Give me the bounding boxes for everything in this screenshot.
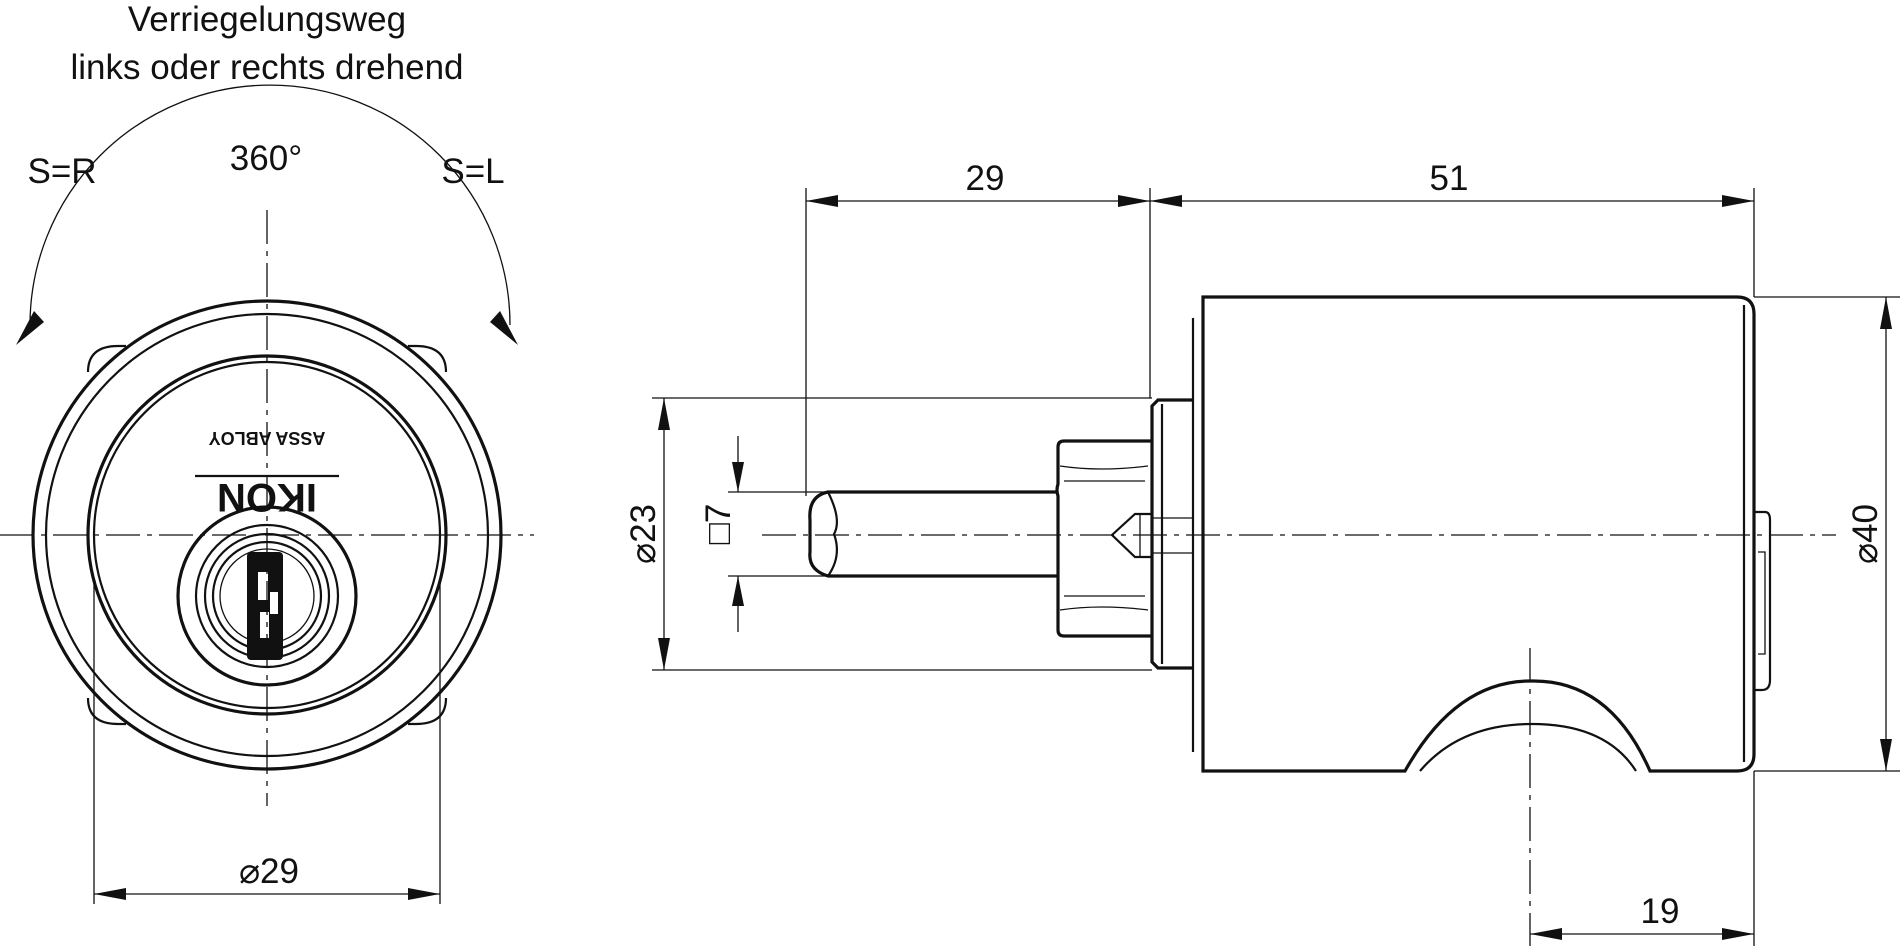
flange-step-1 — [1150, 398, 1193, 670]
dim-7-arrow-top — [732, 462, 744, 492]
dim-51-label: 51 — [1430, 159, 1469, 198]
dim-29-side-arrow-right — [1118, 195, 1150, 207]
keyway-slot-detail-3 — [270, 592, 278, 614]
dim-square-7-label: □7 — [699, 504, 738, 545]
dim-diameter-23-label: ⌀23 — [624, 504, 663, 564]
rotation-arrow-left — [16, 311, 44, 345]
dim-19-label: 19 — [1641, 892, 1680, 931]
hex-nut-flat-bottom — [1059, 606, 1149, 611]
flange-lug-top-right — [408, 344, 448, 373]
dim-7-arrow-bottom — [732, 576, 744, 606]
square-spindle — [808, 490, 1058, 578]
dim-19-arrow-left — [1530, 928, 1562, 940]
spindle-chamfer — [827, 491, 839, 577]
label-360-degree: 360° — [230, 139, 302, 178]
locking-path-title: Verriegelungsweg — [128, 0, 406, 39]
mounting-groove-inner — [1419, 722, 1637, 772]
front-view: Verriegelungsweg links oder rechts drehe… — [0, 0, 534, 904]
label-s-l: S=L — [441, 152, 504, 191]
dim-40-arrow-top — [1880, 297, 1892, 329]
dim-40-arrow-bottom — [1880, 739, 1892, 771]
flange-lug-bottom-left — [86, 697, 126, 726]
flange-lug-bottom-right — [408, 697, 448, 726]
cylinder-body-outline — [1201, 295, 1756, 773]
side-view: 29 51 ⌀23 □7 ⌀40 19 — [624, 159, 1900, 946]
hex-nut — [1055, 439, 1152, 638]
dim-29-arrow-left — [94, 888, 126, 900]
keyway-slot-detail-1 — [258, 572, 268, 600]
flange-lug-top-left — [86, 344, 126, 373]
keyway-slot — [247, 552, 283, 660]
dim-23-arrow-top — [658, 398, 670, 430]
rear-cap — [1754, 510, 1772, 692]
locking-path-subtitle: links oder rechts drehend — [71, 48, 464, 87]
dim-23-arrow-bottom — [658, 638, 670, 670]
dim-diameter-40-label: ⌀40 — [1846, 504, 1885, 564]
keyway-slot-detail-2 — [260, 612, 269, 638]
rear-cap-inner — [1758, 551, 1766, 655]
rotation-arrow-right — [490, 311, 518, 345]
dim-19-arrow-right — [1722, 928, 1754, 940]
rotation-arc — [29, 84, 511, 326]
dim-diameter-29-label: ⌀29 — [239, 852, 299, 891]
dim-51-arrow-right — [1722, 195, 1754, 207]
dim-29-side-arrow-left — [806, 195, 838, 207]
dim-29-arrow-right — [408, 888, 440, 900]
hex-nut-flat-top — [1059, 465, 1149, 470]
dim-51-arrow-left — [1150, 195, 1182, 207]
dim-29-label: 29 — [966, 159, 1005, 198]
